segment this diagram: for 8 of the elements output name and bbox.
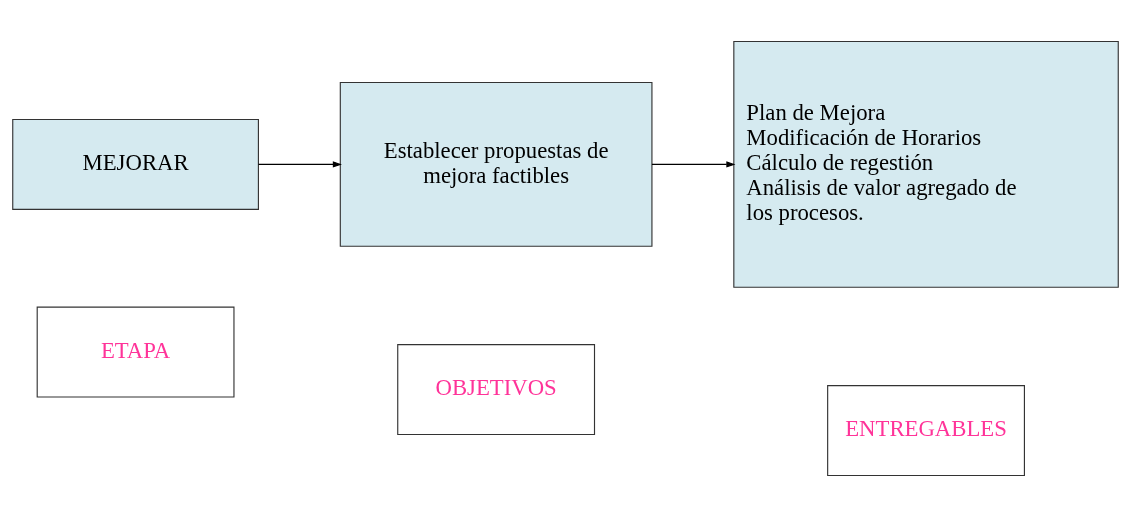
arrow xyxy=(651,160,736,168)
node-box: Plan de Mejora Modificación de Horarios Cálculo de regestión Análisis de valor agregado de los procesos. xyxy=(733,40,1119,288)
node-box: MEJORAR xyxy=(12,118,259,210)
arrow xyxy=(257,160,342,168)
node-box: Establecer propuestas de mejora factibles xyxy=(339,81,653,247)
node-box: OBJETIVOS xyxy=(397,343,596,435)
node-box: ETAPA xyxy=(36,306,235,398)
node-box: ENTREGABLES xyxy=(827,384,1025,476)
